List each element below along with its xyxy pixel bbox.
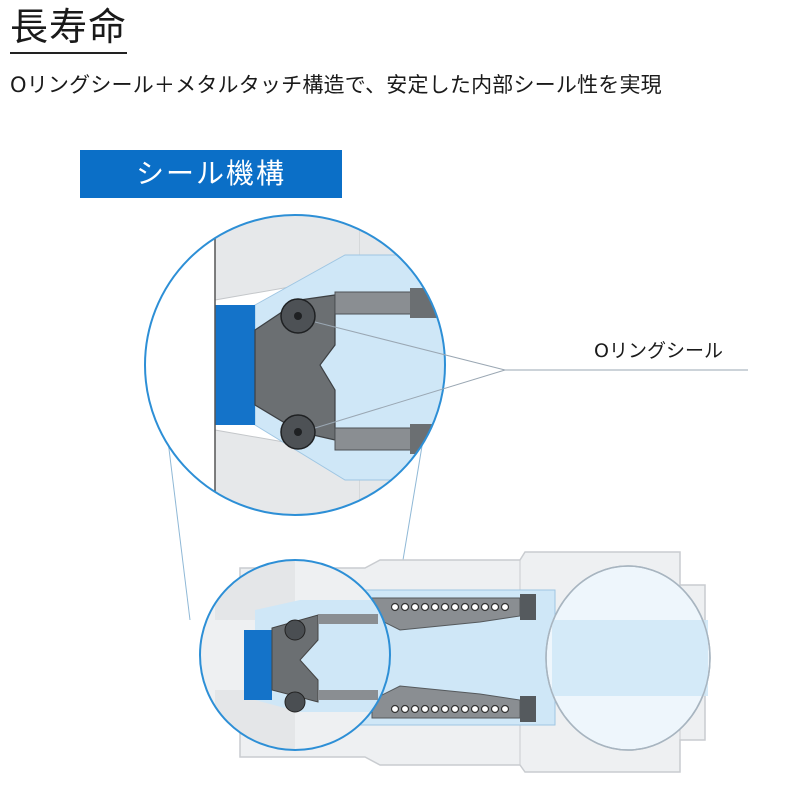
section-badge: シール機構	[80, 150, 342, 198]
page-title: 長寿命	[10, 2, 128, 54]
valve-head	[254, 294, 336, 441]
page-subtitle: Oリングシール＋メタルタッチ構造で、安定した内部シール性を実現	[10, 73, 662, 97]
small-detail-content	[200, 560, 390, 750]
spring-top	[390, 602, 510, 612]
callout-leaders	[314, 321, 748, 429]
o-ring-seal-label: Oリングシール	[594, 340, 723, 362]
stop-top	[520, 594, 536, 620]
spring-bottom	[390, 704, 510, 714]
zoom-detail-content	[145, 215, 445, 515]
zoom-detail-circle	[144, 214, 446, 516]
sleeve-bar-bottom	[334, 427, 416, 451]
small-detail-circle	[199, 559, 391, 751]
blue-seat	[215, 305, 255, 425]
stop-bottom	[520, 696, 536, 722]
small-blue-seat	[244, 630, 272, 700]
sleeve-bar-top	[334, 291, 416, 315]
